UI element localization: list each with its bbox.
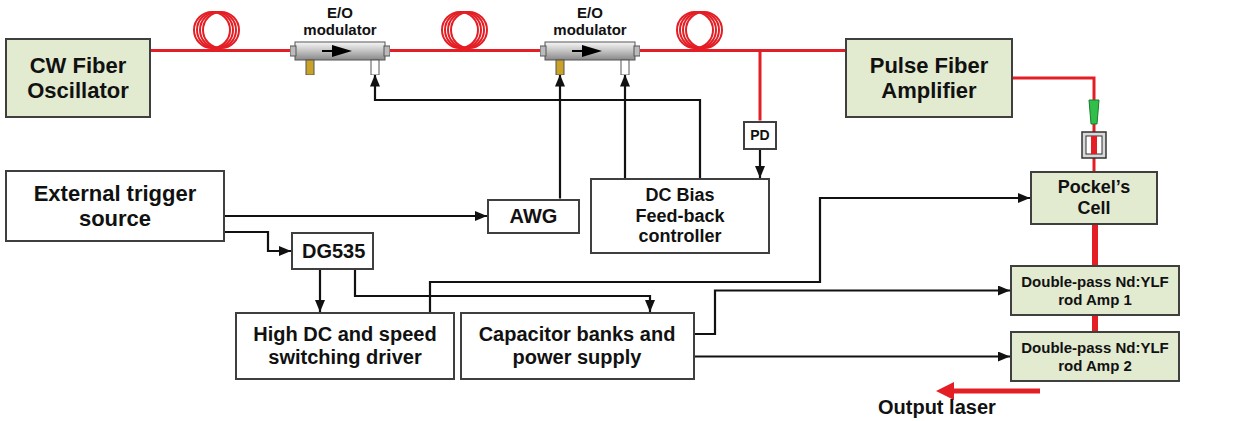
laser-beam (1092, 225, 1098, 265)
output-label: Output laser (878, 396, 996, 418)
driver-box: High DC and speed switching driver (235, 312, 455, 380)
pockels-box: Pockel’s Cell (1030, 171, 1158, 225)
box-label: DG535 (302, 240, 363, 263)
trigger-box: External trigger source (5, 170, 225, 242)
signal-arrow (624, 75, 626, 179)
fiber-coil (194, 12, 239, 48)
modulator-body (540, 41, 640, 75)
signal-arrow (225, 215, 487, 217)
fiber-line (390, 49, 540, 52)
signal-arrow (225, 232, 291, 251)
modulator-symbol (290, 41, 390, 75)
rod-amp-box: Double-pass Nd:YLF rod Amp 2 (1010, 331, 1180, 382)
rod-amp-box: Double-pass Nd:YLF rod Amp 1 (1010, 265, 1180, 316)
fiber-line (151, 49, 290, 52)
fiber-coil (442, 12, 487, 48)
modulator-label: E/O modulator (294, 4, 386, 39)
box-label: Pulse Fiber Amplifier (855, 53, 1003, 104)
box-label: DC Bias Feed-back controller (620, 185, 740, 247)
signal-arrow (355, 270, 650, 312)
controller-box: DC Bias Feed-back controller (590, 178, 770, 254)
power-box: Capacitor banks and power supply (460, 312, 695, 380)
modulator-body (290, 41, 390, 75)
detector-box: PD (743, 121, 777, 150)
modulator-label: E/O modulator (544, 4, 636, 39)
box-label: High DC and speed switching driver (245, 323, 445, 369)
box-label: Capacitor banks and power supply (470, 323, 685, 369)
modulator: E/O modulator (290, 4, 390, 75)
fiber-coil (677, 12, 722, 48)
laser-beam (1092, 316, 1098, 331)
amplifier-box: Pulse Fiber Amplifier (845, 38, 1013, 118)
signal-arrow (695, 291, 1011, 335)
modulator-symbol (540, 41, 640, 75)
delay-box: DG535 (291, 232, 374, 270)
signal-arrow (319, 270, 321, 312)
signal-arrow (375, 75, 700, 179)
fiber-collimator (1082, 100, 1106, 158)
box-label: External trigger source (15, 181, 215, 232)
box-label: AWG (510, 205, 558, 228)
signal-arrow (695, 355, 1011, 357)
generator-box: AWG (487, 199, 580, 234)
box-label: PD (750, 127, 769, 143)
box-label: Double-pass Nd:YLF rod Amp 1 (1020, 273, 1170, 308)
box-label: Pockel’s Cell (1040, 177, 1148, 218)
box-label: CW Fiber Oscillator (15, 53, 141, 104)
box-label: Double-pass Nd:YLF rod Amp 2 (1020, 339, 1170, 374)
signal-arrow (559, 75, 561, 199)
modulator: E/O modulator (540, 4, 640, 75)
signal-arrow (759, 150, 761, 179)
laser-box: CW Fiber Oscillator (5, 38, 151, 118)
